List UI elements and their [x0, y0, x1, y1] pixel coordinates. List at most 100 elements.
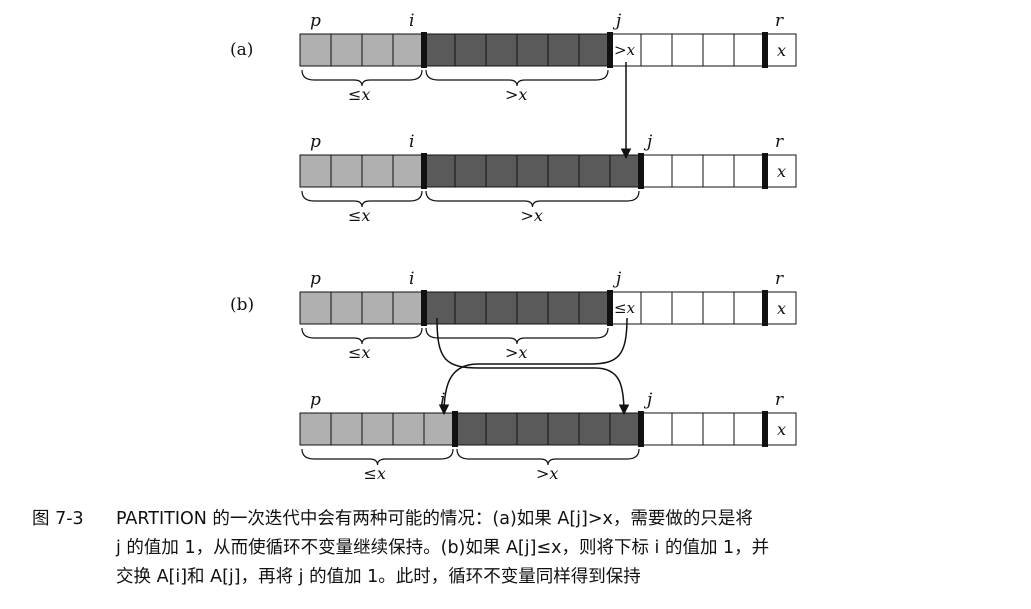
array-cell [423, 154, 456, 188]
array-cell [485, 33, 518, 67]
array-cell [764, 33, 797, 67]
array-cell [392, 33, 425, 67]
brace-le-x [301, 190, 423, 208]
label-j: j [612, 11, 622, 31]
cell-x-label: x [777, 41, 786, 60]
j-boundary [607, 290, 613, 326]
caption-number: 图 7-3 [32, 509, 84, 529]
array-cell [671, 412, 704, 446]
array-cell [578, 412, 611, 446]
brace-le-x [301, 69, 423, 87]
array-cell [392, 412, 425, 446]
label-r: r [775, 390, 784, 410]
label-i: i [440, 390, 445, 410]
array-cell [454, 291, 487, 325]
array-cell [702, 154, 735, 188]
i-boundary [421, 153, 427, 189]
array-cell [361, 154, 394, 188]
array-cell [485, 412, 518, 446]
array-cell [578, 291, 611, 325]
r-boundary [762, 153, 768, 189]
array-cell [485, 291, 518, 325]
label-j: j [643, 132, 653, 152]
label-i: i [409, 269, 414, 289]
array-cell [671, 291, 704, 325]
brace-le-x [301, 448, 454, 466]
array-cell [423, 33, 456, 67]
array-cell [547, 33, 580, 67]
array-cell [733, 291, 766, 325]
array-cell [702, 412, 735, 446]
label-p: p [310, 390, 321, 410]
label-j: j [612, 269, 622, 289]
array-cell [423, 412, 456, 446]
array-cell [361, 412, 394, 446]
array-cell [454, 154, 487, 188]
array-cell [764, 154, 797, 188]
array-cell [423, 291, 456, 325]
array-cell [547, 412, 580, 446]
array-cell [640, 33, 673, 67]
array-cell [299, 291, 332, 325]
r-boundary [762, 411, 768, 447]
array-cell [733, 412, 766, 446]
brace-gt-x [425, 69, 609, 87]
cell-x-label: x [777, 299, 786, 318]
label-p: p [310, 11, 321, 31]
brace-label-gt-x: >x [505, 343, 527, 362]
label-i: i [409, 11, 414, 31]
cell-j-label: ≤x [614, 299, 636, 317]
array-cell [733, 154, 766, 188]
array-cell [485, 154, 518, 188]
label-p: p [310, 132, 321, 152]
cell-x-label: x [777, 162, 786, 181]
array-cell [640, 412, 673, 446]
brace-label-le-x: ≤x [348, 206, 370, 225]
array-cell [516, 291, 549, 325]
r-boundary [762, 290, 768, 326]
j-boundary [638, 411, 644, 447]
brace-label-gt-x: >x [521, 206, 543, 225]
label-p: p [310, 269, 321, 289]
array-cell [733, 33, 766, 67]
arrow-b-swap-to-j [436, 317, 630, 416]
array-cell [702, 291, 735, 325]
panel-b-tag: (b) [230, 295, 254, 315]
array-cell [640, 291, 673, 325]
array-cell [578, 154, 611, 188]
array-cell [330, 291, 363, 325]
array-cell [361, 291, 394, 325]
cell-x-label: x [777, 420, 786, 439]
caption-text-1: PARTITION 的一次迭代中会有两种可能的情况：(a)如果 A[j]>x，需… [116, 509, 753, 529]
array-cell [516, 412, 549, 446]
caption-line-3: 交换 A[i]和 A[j]，再将 j 的值加 1。此时，循环不变量同样得到保持 [116, 567, 641, 587]
caption-line-1: 图 7-3 PARTITION 的一次迭代中会有两种可能的情况：(a)如果 A[j… [32, 505, 1012, 534]
brace-label-gt-x: >x [536, 464, 558, 483]
panel-a-tag: (a) [230, 40, 253, 60]
array-cell [609, 154, 642, 188]
brace-gt-x [456, 448, 640, 466]
brace-gt-x [425, 190, 640, 208]
array-cell [299, 412, 332, 446]
caption-line-2: j 的值加 1，从而使循环不变量继续保持。(b)如果 A[j]≤x，则将下标 i… [116, 538, 770, 558]
j-boundary [638, 153, 644, 189]
array-cell [392, 154, 425, 188]
array-cell [516, 154, 549, 188]
array-cell [330, 154, 363, 188]
label-r: r [775, 11, 784, 31]
array-cell [361, 33, 394, 67]
array-cell [454, 412, 487, 446]
i-boundary [421, 290, 427, 326]
array-cell [299, 154, 332, 188]
array-cell [671, 154, 704, 188]
array-cell [330, 33, 363, 67]
array-cell [640, 154, 673, 188]
brace-label-le-x: ≤x [348, 343, 370, 362]
array-cell [671, 33, 704, 67]
